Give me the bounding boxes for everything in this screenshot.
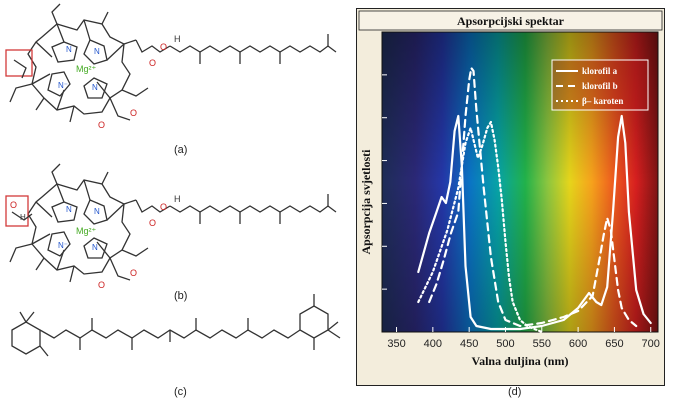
svg-text:O: O [98,280,105,290]
absorption-spectrum-chart: Apsorpcijski spektar 350 400 450 500 550 600 6… [356,8,665,386]
svg-text:O: O [160,202,167,212]
caption-a: (a) [174,144,188,156]
svg-text:N⁻: N⁻ [58,81,68,90]
caption-b: (b) [174,290,188,302]
svg-text:H: H [20,213,26,222]
svg-text:N⁻: N⁻ [58,241,68,250]
svg-text:O: O [130,108,137,118]
mg-label-b: Mg²⁺ [76,226,96,236]
svg-text:N: N [94,207,100,216]
svg-text:O: O [98,120,105,130]
y-axis-label: Apsorpcija svjetlosti [359,149,373,255]
x-tick-label: 350 [387,338,405,350]
x-tick-label: 550 [533,338,551,350]
svg-text:O: O [160,42,167,52]
svg-text:N: N [92,83,98,92]
svg-text:H: H [174,194,181,204]
svg-text:N: N [66,45,72,54]
caption-c: (c) [174,386,187,398]
svg-text:O: O [149,58,156,68]
series-line-3 [417,120,543,334]
svg-text:N: N [94,47,100,56]
chart-title: Apsorpcijski spektar [457,14,565,28]
legend-label-3: β– karoten [582,96,623,106]
x-tick-label: 600 [569,338,587,350]
svg-text:O: O [130,268,137,278]
svg-text:H: H [174,34,181,44]
legend-label-2: klorofil b [582,81,618,91]
caption-d: (d) [508,386,522,398]
svg-text:N: N [66,205,72,214]
legend-label-1: klorofil a [582,66,618,76]
x-axis-label: Valna duljina (nm) [472,354,569,368]
structures-figure: Mg²⁺ N N N N⁻ O O O O H O H Mg²⁺ N N N N… [5,3,341,357]
svg-text:O: O [10,200,17,210]
x-tick-label: 700 [642,338,660,350]
series-line-2 [428,66,638,328]
x-tick-label: 500 [496,338,514,350]
mg-label-a: Mg²⁺ [76,64,96,74]
plot-frame [381,31,659,333]
x-tick-label: 400 [424,338,442,350]
svg-text:O: O [149,218,156,228]
x-tick-label: 450 [460,338,478,350]
svg-text:N: N [92,243,98,252]
x-tick-label: 650 [605,338,623,350]
